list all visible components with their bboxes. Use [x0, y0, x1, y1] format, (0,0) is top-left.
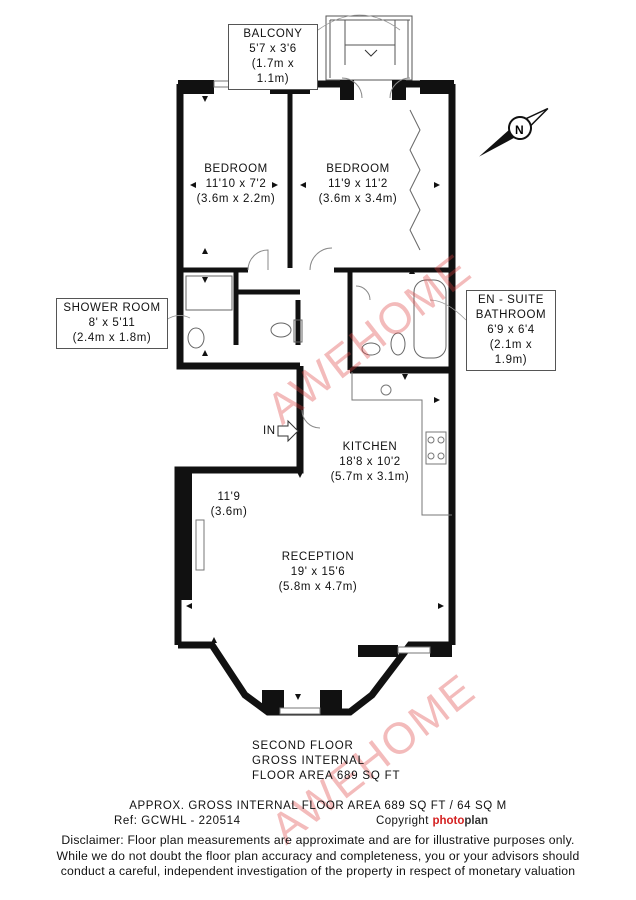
balcony-outline: [325, 15, 413, 81]
wardrobe-doors: [409, 109, 421, 251]
entrance-label: IN: [263, 425, 276, 437]
disclaimer-line2: While we do not doubt the floor plan acc…: [56, 848, 580, 863]
shower-room-name: SHOWER ROOM: [63, 302, 161, 314]
interior-walls: [180, 84, 452, 370]
label-reception: RECEPTION 19' x 15'6 (5.8m x 4.7m): [268, 550, 368, 595]
entrance-arrow: [277, 419, 299, 443]
label-bedroom-1: BEDROOM 11'10 x 7'2 (3.6m x 2.2m): [190, 162, 282, 207]
ensuite-fixtures: [361, 279, 447, 359]
ensuite-dims-imperial: 6'9 x 6'4: [487, 324, 535, 336]
compass-icon: [479, 107, 549, 157]
floor-summary-line2: GROSS INTERNAL: [252, 755, 365, 767]
bedroom-1-dims-metric: (3.6m x 2.2m): [196, 193, 276, 205]
reception-dims-metric: (5.8m x 4.7m): [278, 581, 358, 593]
copyright-label: Copyright: [376, 815, 429, 827]
ensuite-dims-metric: (2.1m x 1.9m): [489, 339, 533, 366]
reference-code: Ref: GCWHL - 220514: [114, 815, 241, 827]
floor-summary-line1: SECOND FLOOR: [252, 740, 354, 752]
reception-dims-imperial: 19' x 15'6: [290, 566, 346, 578]
kitchen-dims-imperial: 18'8 x 10'2: [339, 456, 401, 468]
bedroom-1-name: BEDROOM: [204, 163, 268, 175]
kitchen-name: KITCHEN: [342, 441, 398, 453]
copyright: Copyright photoplan: [376, 815, 488, 827]
shower-fixtures: [185, 275, 303, 349]
shower-room-dims-imperial: 8' x 5'11: [88, 317, 136, 329]
balcony-step-marker: [364, 49, 378, 57]
bedroom-1-dims-imperial: 11'10 x 7'2: [205, 178, 267, 190]
disclaimer-line3: conduct a careful, independent investiga…: [60, 864, 576, 878]
disclaimer: Disclaimer: Floor plan measurements are …: [0, 833, 636, 880]
brand-part1: photo: [432, 815, 465, 827]
kitchen-dims-metric: (5.7m x 3.1m): [330, 471, 410, 483]
brand-logo: photoplan: [432, 815, 488, 827]
ensuite-name-line1: EN - SUITE: [477, 294, 545, 306]
floor-summary-line3: FLOOR AREA 689 SQ FT: [252, 770, 401, 782]
bedroom-2-dims-metric: (3.6m x 3.4m): [318, 193, 398, 205]
reception-alcove-metric: (3.6m): [210, 506, 248, 518]
approx-area: APPROX. GROSS INTERNAL FLOOR AREA 689 SQ…: [129, 800, 507, 812]
reception-alcove-imperial: 11'9: [217, 491, 241, 503]
brand-part2: plan: [464, 815, 489, 827]
compass-letter: N: [515, 123, 524, 137]
ensuite-name-line2: BATHROOM: [475, 309, 547, 321]
label-ensuite: EN - SUITE BATHROOM 6'9 x 6'4 (2.1m x 1.…: [466, 290, 556, 371]
dimension-markers: [186, 96, 444, 700]
balcony-name: BALCONY: [243, 28, 303, 40]
bedroom-2-dims-imperial: 11'9 x 11'2: [328, 178, 388, 190]
label-kitchen: KITCHEN 18'8 x 10'2 (5.7m x 3.1m): [322, 440, 418, 485]
label-reception-alcove: 11'9 (3.6m): [204, 490, 254, 520]
balcony-dims-imperial: 5'7 x 3'6: [249, 43, 297, 55]
disclaimer-line1: Disclaimer: Floor plan measurements are …: [61, 833, 575, 847]
kitchen-counter: [195, 372, 452, 571]
label-shower-room: SHOWER ROOM 8' x 5'11 (2.4m x 1.8m): [56, 298, 168, 349]
shower-room-dims-metric: (2.4m x 1.8m): [72, 332, 152, 344]
label-balcony: BALCONY 5'7 x 3'6 (1.7m x 1.1m): [228, 24, 318, 90]
reception-name: RECEPTION: [281, 551, 355, 563]
balcony-dims-metric: (1.7m x 1.1m): [251, 58, 295, 85]
label-bedroom-2: BEDROOM 11'9 x 11'2 (3.6m x 3.4m): [312, 162, 404, 207]
leader-lines: [165, 14, 467, 321]
floor-summary: SECOND FLOOR GROSS INTERNAL FLOOR AREA 6…: [252, 739, 400, 784]
bedroom-2-name: BEDROOM: [326, 163, 390, 175]
door-swings: [247, 77, 411, 429]
